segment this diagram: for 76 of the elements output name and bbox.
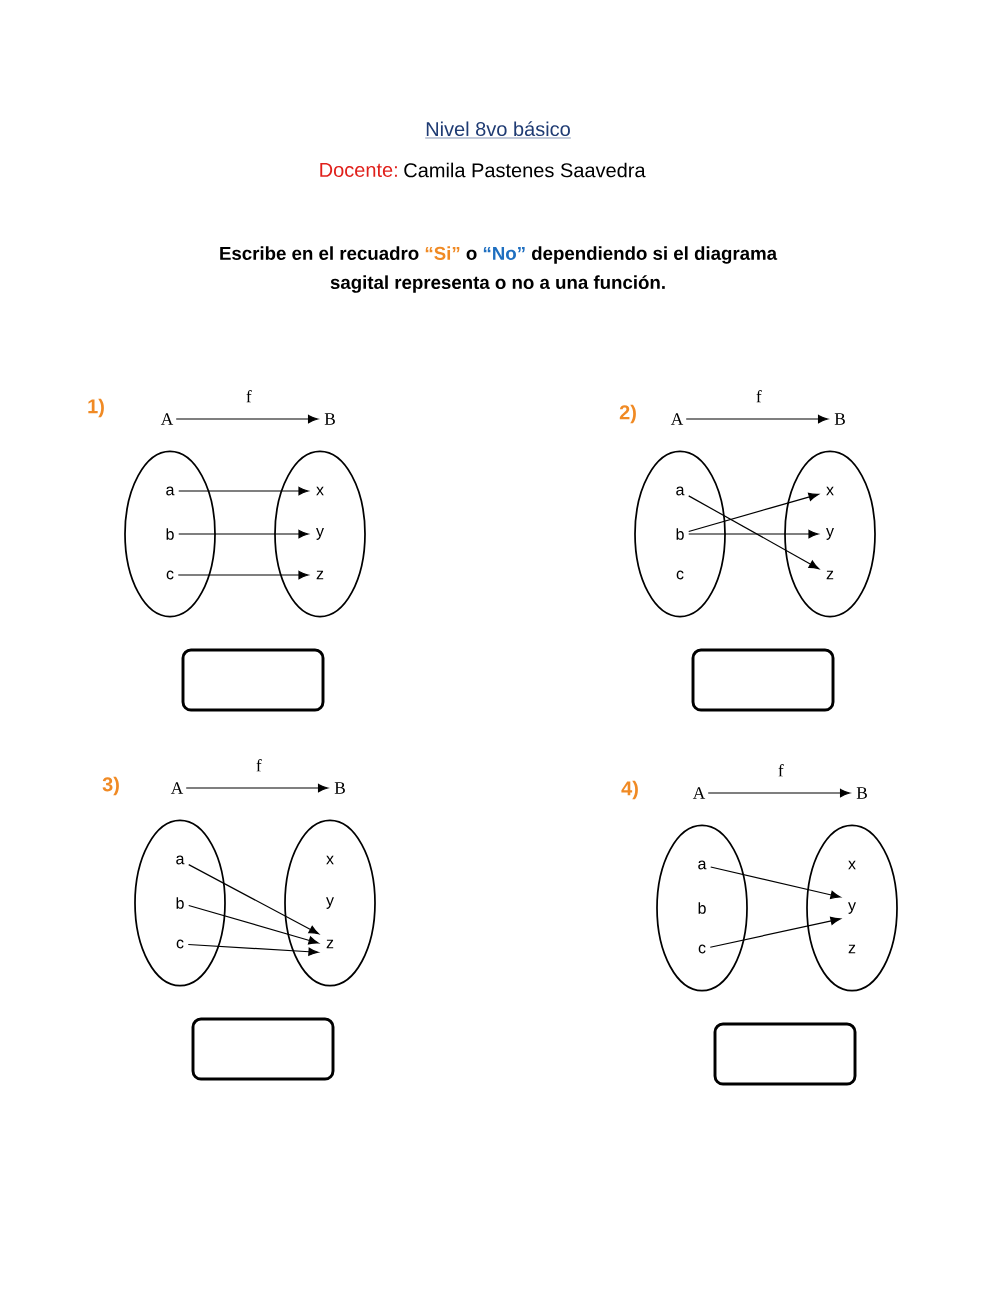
set-name: A — [692, 787, 706, 799]
element-label: z — [316, 570, 324, 580]
element-label: y — [848, 902, 856, 914]
arrow — [709, 916, 841, 948]
set-name: B — [856, 787, 867, 799]
answer-box — [691, 648, 835, 712]
set-name: B — [324, 413, 335, 425]
instruction-text: Escribe en el recuadro — [220, 246, 419, 260]
set-name: B — [834, 413, 845, 425]
element-label: z — [848, 944, 856, 954]
set-ellipse — [784, 450, 876, 618]
element-label: b — [176, 897, 184, 909]
set-ellipse — [284, 819, 376, 987]
element-label: c — [166, 570, 174, 580]
set-ellipse — [634, 450, 726, 618]
exercise-number: 1) — [88, 398, 104, 418]
set-name: A — [160, 413, 174, 425]
answer-box — [191, 1017, 335, 1081]
exercise-number: 2) — [619, 404, 636, 424]
set-ellipse — [124, 450, 216, 618]
set-ellipse — [806, 824, 898, 992]
element-label: c — [698, 944, 706, 954]
edge-label: f — [256, 759, 262, 772]
instruction-text: o — [466, 249, 477, 260]
edge-label: f — [778, 764, 784, 777]
arrow — [178, 529, 309, 539]
set-name: A — [170, 782, 184, 794]
arrow — [685, 414, 829, 424]
element-label: z — [826, 570, 834, 580]
element-label: b — [698, 902, 706, 914]
element-label: x — [326, 855, 334, 865]
answer-box — [181, 648, 325, 712]
answer-box — [713, 1022, 857, 1086]
arrow — [688, 495, 820, 570]
element-label: x — [826, 486, 834, 496]
edge-label: f — [246, 390, 252, 403]
set-ellipse — [656, 824, 748, 992]
instruction-text: dependiendo si el diagrama — [532, 246, 778, 264]
arrow — [187, 943, 319, 956]
teacher-name: Camila Pastenes Saavedra — [404, 162, 646, 178]
set-name: B — [334, 782, 345, 794]
answer-option: “No” — [483, 246, 525, 260]
element-label: c — [676, 570, 684, 580]
element-label: a — [166, 486, 175, 496]
element-label: a — [698, 860, 707, 870]
set-name: A — [670, 413, 684, 425]
arrow — [188, 904, 319, 945]
element-label: z — [326, 939, 334, 949]
element-label: x — [848, 860, 856, 870]
element-label: y — [826, 528, 834, 540]
set-ellipse — [134, 819, 226, 987]
element-label: y — [316, 528, 324, 540]
title: Nivel 8vo básico — [424, 121, 572, 139]
set-ellipse — [274, 450, 366, 618]
element-label: a — [676, 486, 685, 496]
arrow — [177, 570, 309, 580]
element-label: a — [176, 855, 185, 865]
arrow — [178, 486, 309, 496]
exercise-number: 4) — [621, 780, 638, 800]
instruction-text: sagital representa o no a una función. — [330, 275, 665, 293]
arrow — [175, 414, 319, 424]
element-label: c — [176, 939, 184, 949]
element-label: b — [166, 528, 174, 540]
element-label: x — [316, 486, 324, 496]
element-label: b — [676, 528, 684, 540]
exercise-number: 3) — [102, 776, 119, 796]
arrow — [688, 492, 819, 533]
field-label: Docente: — [320, 163, 397, 177]
arrow — [707, 788, 851, 798]
answer-option: “Si” — [425, 246, 460, 260]
edge-label: f — [756, 390, 762, 403]
arrow — [188, 864, 320, 935]
element-label: y — [326, 897, 334, 909]
arrow — [185, 783, 329, 793]
arrow — [688, 529, 819, 539]
arrow — [710, 866, 841, 900]
